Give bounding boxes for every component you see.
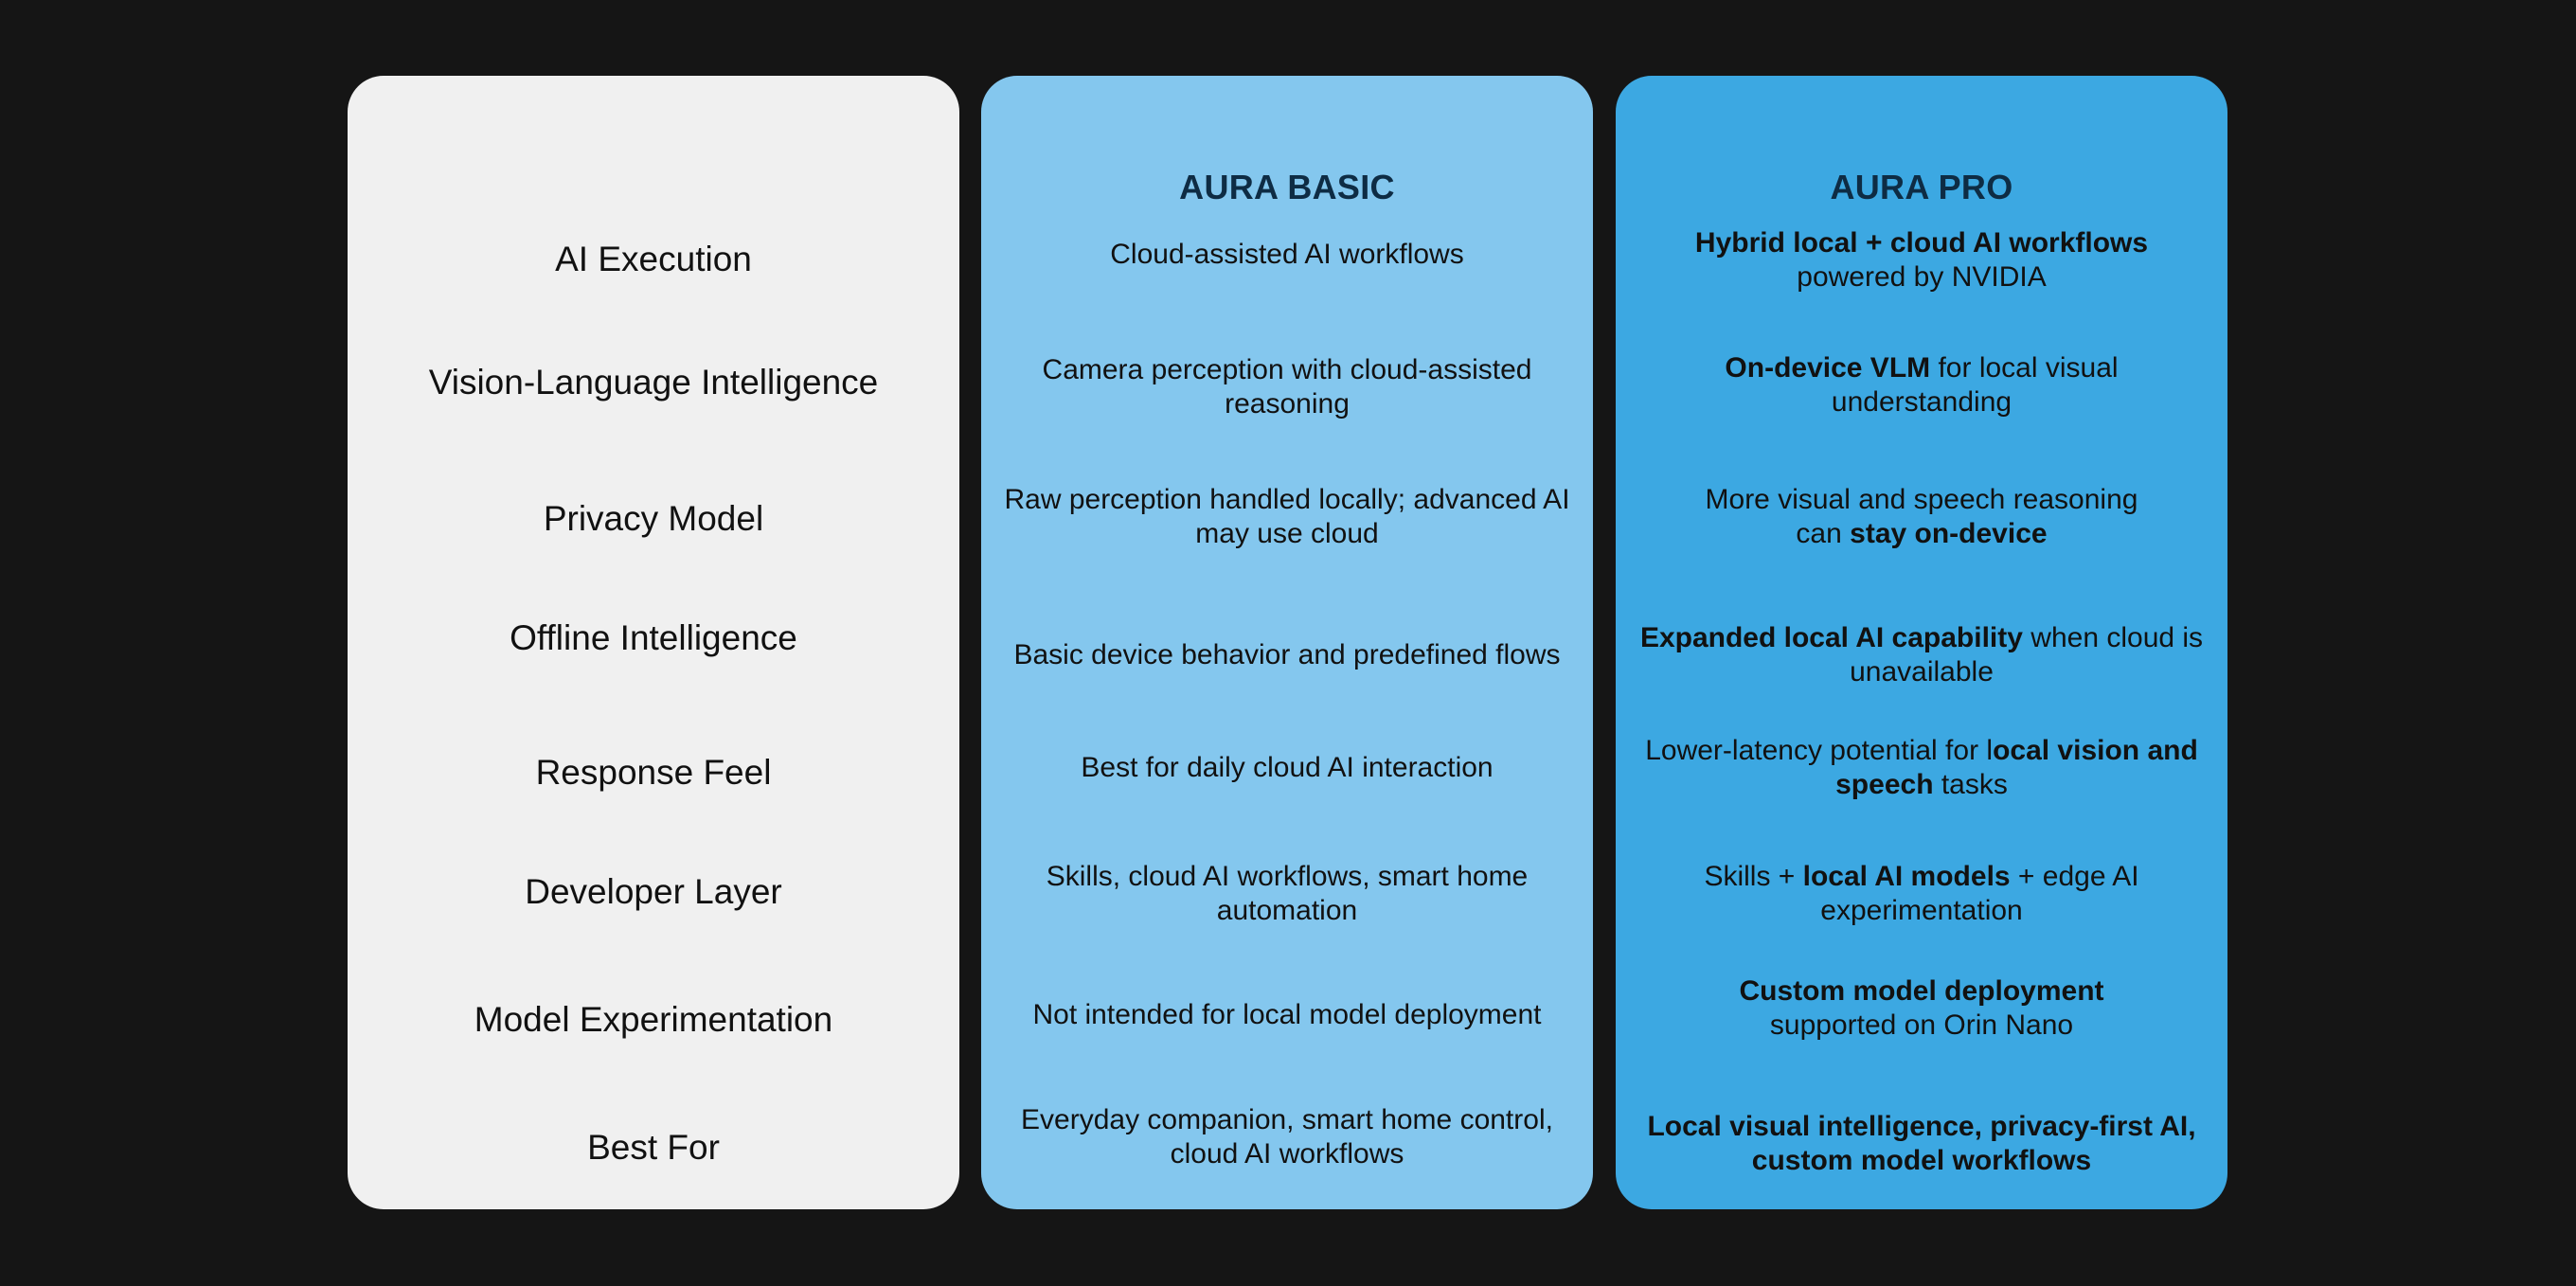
- basic-privacy-model: Raw perception handled locally; advanced…: [1004, 484, 1570, 549]
- pro-response-feel-strong: ocal vision and speech: [1835, 735, 2198, 800]
- aura-basic-header: AURA BASIC: [1179, 168, 1395, 206]
- row-label-ai-execution: AI Execution: [555, 240, 752, 278]
- pro-privacy-model-lead: More visual and speech reasoning can: [1705, 484, 2138, 549]
- pro-developer-layer-lead: Skills +: [1704, 861, 1803, 892]
- pro-model-experimentation: Custom model deployment supported on Ori…: [1673, 974, 2171, 1043]
- basic-vision-language: Camera perception with cloud-assisted re…: [1042, 354, 1532, 420]
- pro-response-feel-lead: Lower-latency potential for l: [1645, 735, 1994, 766]
- basic-offline-intelligence: Basic device behavior and predefined flo…: [1013, 639, 1561, 670]
- pro-model-experimentation-rest: supported on Orin Nano: [1769, 1009, 2074, 1041]
- pro-developer-layer-rest: + edge AI experimentation: [1820, 861, 2139, 926]
- pro-offline-intelligence-rest: when cloud is unavailable: [1850, 622, 2204, 688]
- basic-best-for: Everyday companion, smart home control, …: [1021, 1104, 1553, 1170]
- pro-best-for-strong: Local visual intelligence, privacy-first…: [1647, 1111, 2196, 1176]
- pro-response-feel-rest: tasks: [1933, 769, 2008, 800]
- pro-vision-language: On-device VLM for local visual understan…: [1638, 351, 2205, 420]
- pro-developer-layer-strong: local AI models: [1802, 861, 2011, 892]
- feature-labels-column: AI Execution Vision-Language Intelligenc…: [348, 76, 959, 1209]
- row-label-model-experimentation: Model Experimentation: [474, 1000, 833, 1039]
- row-label-privacy-model: Privacy Model: [543, 499, 764, 538]
- aura-pro-header: AURA PRO: [1830, 168, 2013, 206]
- basic-response-feel: Best for daily cloud AI interaction: [1081, 752, 1494, 783]
- pro-best-for: Local visual intelligence, privacy-first…: [1635, 1110, 2209, 1178]
- row-label-vision-language: Vision-Language Intelligence: [428, 363, 879, 402]
- pro-model-experimentation-strong: Custom model deployment: [1739, 975, 2104, 1007]
- row-label-developer-layer: Developer Layer: [525, 872, 782, 911]
- pro-privacy-model-strong: stay on-device: [1850, 518, 2048, 549]
- row-label-best-for: Best For: [587, 1128, 720, 1167]
- aura-pro-column: AURA PRO Hybrid local + cloud AI workflo…: [1616, 76, 2227, 1209]
- row-label-response-feel: Response Feel: [535, 753, 772, 792]
- basic-ai-execution: Cloud-assisted AI workflows: [1110, 239, 1464, 270]
- pro-ai-execution: Hybrid local + cloud AI workflows powere…: [1638, 226, 2205, 295]
- pro-response-feel: Lower-latency potential for local vision…: [1638, 734, 2205, 802]
- pro-vision-language-strong: On-device VLM: [1725, 352, 1931, 384]
- pro-vision-language-rest: for local visual understanding: [1831, 352, 2119, 418]
- pro-offline-intelligence-strong: Expanded local AI capability: [1639, 622, 2023, 653]
- aura-basic-column: AURA BASIC Cloud-assisted AI workflows C…: [981, 76, 1593, 1209]
- basic-developer-layer: Skills, cloud AI workflows, smart home a…: [1046, 861, 1529, 926]
- basic-model-experimentation: Not intended for local model deployment: [1032, 999, 1542, 1030]
- pro-developer-layer: Skills + local AI models + edge AI exper…: [1638, 860, 2205, 928]
- pro-privacy-model: More visual and speech reasoning can sta…: [1691, 483, 2152, 551]
- row-label-offline-intelligence: Offline Intelligence: [510, 618, 797, 657]
- pro-ai-execution-strong: Hybrid local + cloud AI workflows: [1694, 227, 2149, 259]
- pro-offline-intelligence: Expanded local AI capability when cloud …: [1638, 621, 2205, 689]
- pro-ai-execution-rest: powered by NVIDIA: [1797, 261, 2047, 293]
